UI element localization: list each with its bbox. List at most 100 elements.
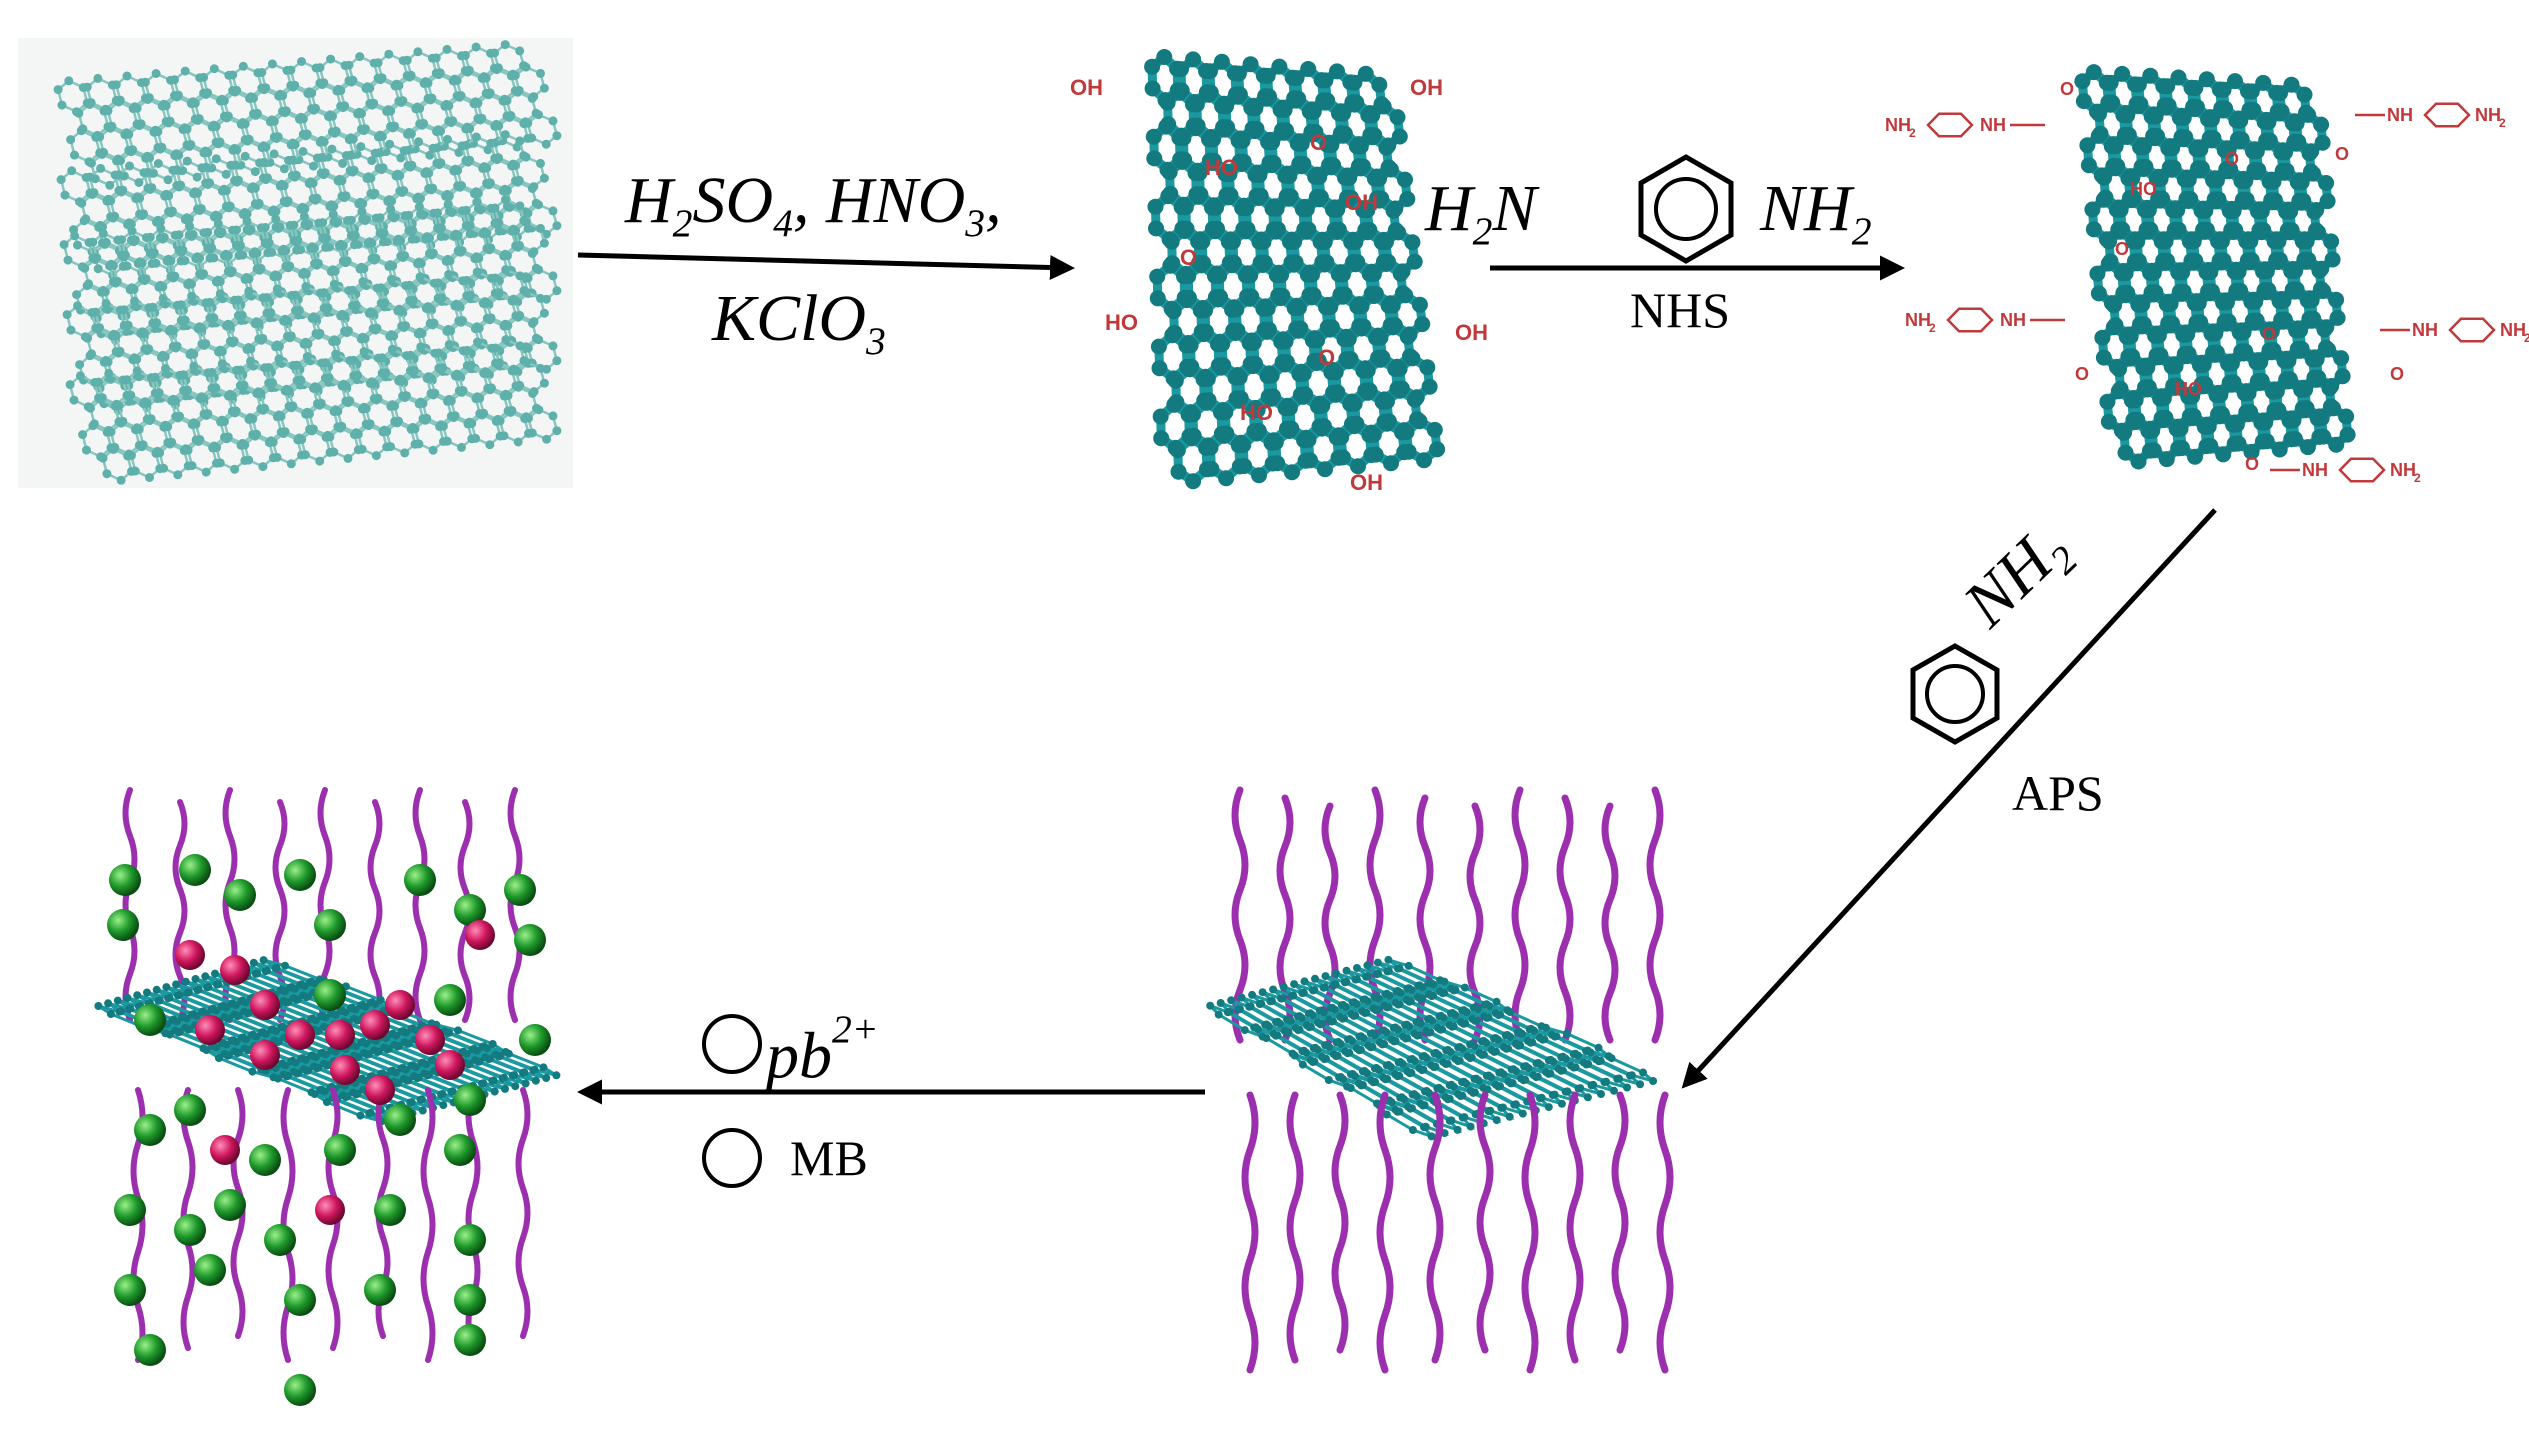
pb-ion: [195, 1015, 225, 1045]
pani-chain: [1611, 1091, 1629, 1354]
mb-dye-molecule: [194, 1254, 226, 1286]
carboxyl-label: OH: [1410, 75, 1443, 100]
pb-ion: [325, 1020, 355, 1050]
pani-chain: [1331, 1091, 1349, 1354]
amide-nh-label: NH: [2000, 310, 2026, 330]
mb-dye-molecule: [404, 864, 436, 896]
mb-dye-legend-circle: [702, 1128, 762, 1188]
amine-terminal-label: NH: [2475, 105, 2501, 125]
pb-ion: [285, 1020, 315, 1050]
pani-chain: [1511, 786, 1529, 1044]
pb-ion: [330, 1055, 360, 1085]
amine-terminal-label: 2: [1929, 321, 1936, 335]
step4-pb-label: pb2+: [766, 1007, 879, 1093]
pb-ion: [250, 990, 280, 1020]
pb-ion: [175, 940, 205, 970]
mb-dye-molecule: [134, 1114, 166, 1146]
amine-terminal-label: NH: [2390, 460, 2416, 480]
benzene-ring-step2: [1638, 154, 1734, 264]
pb-ion: [365, 1075, 395, 1105]
step1-reagents-line2: KClO3: [712, 282, 886, 363]
mb-dye-molecule: [454, 1084, 486, 1116]
step2-amine-left: H2N: [1425, 172, 1537, 253]
phenyl-ring: [2338, 457, 2386, 483]
mb-dye-molecule: [364, 1274, 396, 1306]
graphene-oxide-sheet: [1144, 49, 1446, 490]
mb-dye-molecule: [454, 1324, 486, 1356]
pb-ion: [465, 920, 495, 950]
carbonyl-label: O: [2075, 364, 2089, 384]
mb-dye-molecule: [174, 1094, 206, 1126]
pani-chain: [515, 1087, 531, 1339]
pani-chain: [1476, 1091, 1494, 1354]
mb-dye-molecule: [284, 859, 316, 891]
phenyl-ring: [1926, 112, 1974, 138]
mb-dye-molecule: [314, 979, 346, 1011]
phenyl-ring: [2448, 317, 2496, 343]
mb-dye-molecule: [214, 1189, 246, 1221]
pani-chain: [1646, 786, 1664, 1044]
carbonyl-label: O: [2245, 454, 2259, 474]
amide-nh-label: NH: [2412, 320, 2438, 340]
pb-ion: [385, 990, 415, 1020]
step2-amine-right: NH2: [1760, 172, 1872, 253]
mb-dye-molecule: [504, 874, 536, 906]
mb-dye-molecule: [224, 879, 256, 911]
epoxy-label: O: [2225, 149, 2239, 169]
pani-chain: [420, 1087, 436, 1363]
amide-nh-label: NH: [1980, 115, 2006, 135]
mb-dye-molecule: [174, 1214, 206, 1246]
epoxy-label: O: [2115, 239, 2129, 259]
mb-dye-molecule: [264, 1224, 296, 1256]
pani-chain: [1376, 1091, 1394, 1374]
carbonyl-label: O: [2335, 144, 2349, 164]
pb-ion: [210, 1135, 240, 1165]
epoxy-label: O: [1318, 345, 1335, 370]
amine-terminal-label: NH: [1905, 310, 1931, 330]
graphite-stack: [18, 38, 573, 488]
pani-chain: [412, 787, 428, 1023]
pani-chain: [1601, 802, 1619, 1044]
mb-dye-molecule: [179, 854, 211, 886]
mb-dye-molecule: [434, 984, 466, 1016]
pani-graphene-composite: [1206, 786, 1674, 1374]
carboxyl-label: OH: [1350, 470, 1383, 495]
pani-chain: [1286, 1091, 1304, 1364]
amide-nh-label: NH: [2387, 105, 2413, 125]
carbonyl-label: O: [2390, 364, 2404, 384]
pani-chain: [367, 799, 383, 1023]
pb-ion: [435, 1050, 465, 1080]
hydroxyl-label: HO: [1240, 400, 1273, 425]
amine-terminal-label: 2: [2524, 331, 2529, 345]
hydroxyl-label: HO: [1205, 155, 1238, 180]
carboxyl-label: HO: [1105, 310, 1138, 335]
adsorbed-composite: [94, 787, 561, 1406]
epoxy-label: O: [1310, 130, 1327, 155]
pani-chain: [1231, 786, 1249, 1044]
amine-terminal-label: NH: [2500, 320, 2526, 340]
mb-dye-molecule: [454, 1284, 486, 1316]
pani-chain: [507, 787, 523, 1023]
pani-chain: [1521, 1091, 1539, 1374]
pb-ion-legend-circle: [702, 1014, 762, 1074]
graphene-sheet: [1206, 955, 1658, 1141]
mb-dye-molecule: [284, 1284, 316, 1316]
mb-dye-molecule: [314, 909, 346, 941]
amine-terminal-label: 2: [1909, 126, 1916, 140]
arrow-step3: [1681, 508, 2217, 1089]
epoxy-label: O: [2262, 324, 2276, 344]
pani-chain: [1566, 1091, 1584, 1364]
pb-ion: [220, 955, 250, 985]
pani-chain: [172, 799, 188, 1023]
mb-dye-molecule: [374, 1194, 406, 1226]
hydroxyl-label: HO: [2130, 179, 2157, 199]
benzene-ring-step3: [1910, 643, 2000, 745]
step4-dye-label: MB: [790, 1130, 868, 1186]
mb-dye-molecule: [114, 1194, 146, 1226]
epoxy-label: O: [1180, 245, 1197, 270]
graphite-layer: [53, 40, 562, 190]
aminated-graphene-oxide-sheet: [2074, 64, 2356, 470]
